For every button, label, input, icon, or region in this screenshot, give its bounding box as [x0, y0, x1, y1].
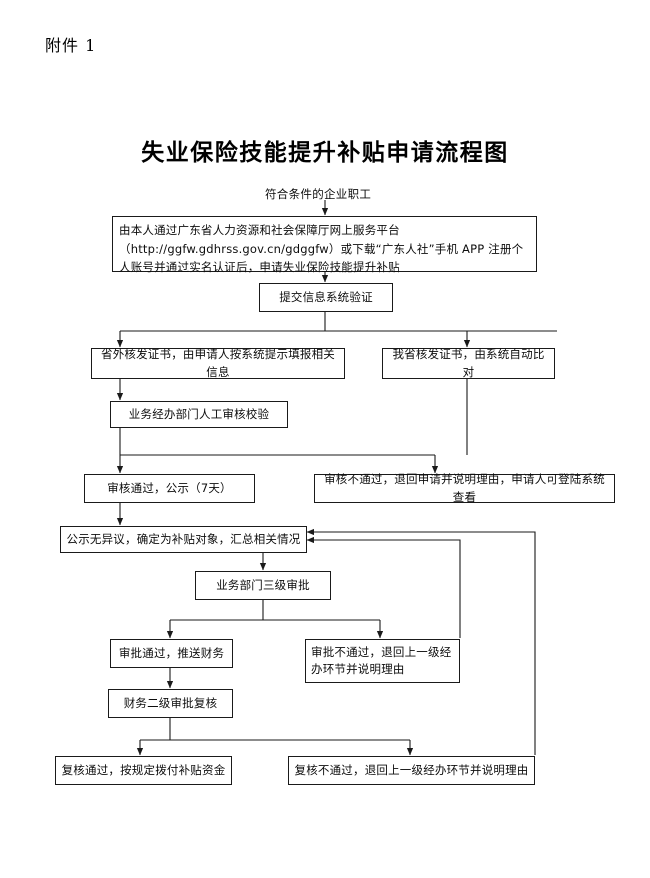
node-approval-pass: 审批通过，推送财务 — [110, 639, 233, 668]
node-review-pass: 审核通过，公示（7天） — [84, 474, 255, 503]
node-approval-fail: 审批不通过，退回上一级经办环节并说明理由 — [305, 639, 460, 683]
page-title: 失业保险技能提升补贴申请流程图 — [141, 139, 509, 166]
node-portal-application: 由本人通过广东省人力资源和社会保障厅网上服务平台（http://ggfw.gdh… — [112, 216, 537, 274]
attachment-label: 附件 1 — [45, 36, 97, 55]
node-out-province-cert: 省外核发证书，由申请人按系统提示填报相关信息 — [91, 347, 345, 379]
node-finance-pass: 复核通过，按规定拨付补贴资金 — [55, 756, 232, 785]
node-finance-review: 财务二级审批复核 — [108, 689, 233, 718]
node-review-fail: 审核不通过，退回申请并说明理由，申请人可登陆系统查看 — [314, 472, 615, 504]
node-three-level-approval: 业务部门三级审批 — [195, 571, 331, 600]
node-in-province-cert: 我省核发证书，由系统自动比对 — [382, 347, 555, 379]
entry-label: 符合条件的企业职工 — [265, 187, 372, 201]
node-publicity-no-objection: 公示无异议，确定为补贴对象，汇总相关情况 — [60, 526, 307, 553]
node-manual-review: 业务经办部门人工审核校验 — [110, 401, 288, 428]
node-submit-verify: 提交信息系统验证 — [259, 283, 393, 312]
node-finance-fail: 复核不通过，退回上一级经办环节并说明理由 — [288, 756, 535, 785]
